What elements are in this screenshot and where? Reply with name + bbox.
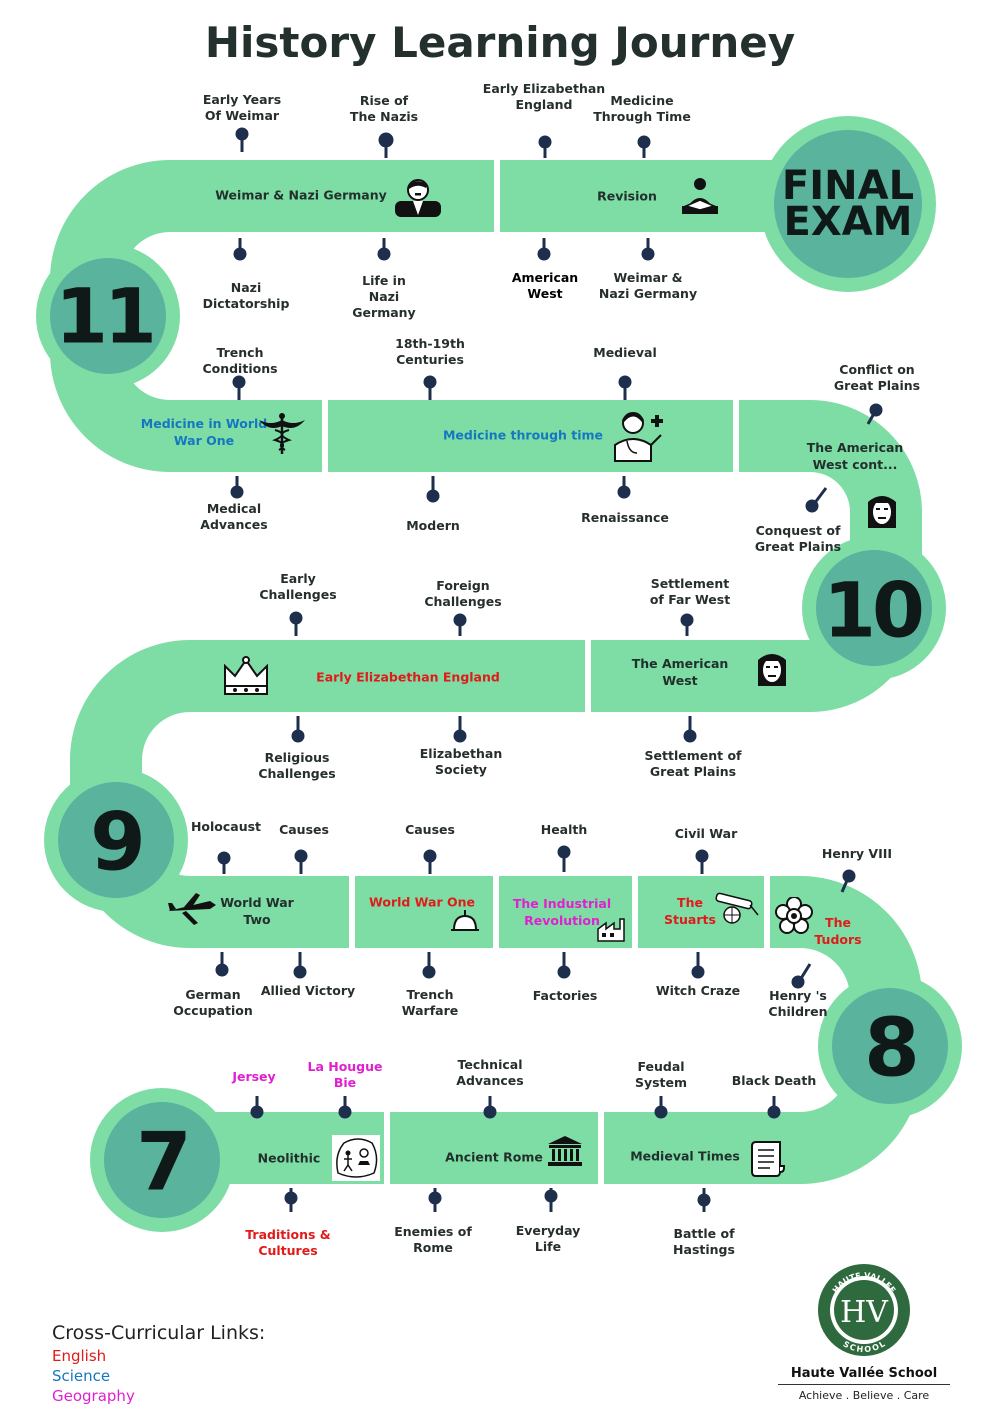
segment-american-west-cont: The American West cont...	[806, 440, 904, 472]
topic-feudal-system: Feudal System	[634, 1059, 688, 1090]
topic-renaissance: Renaissance	[581, 510, 669, 525]
year-11: 11	[55, 271, 157, 361]
school-name: Haute Vallée School	[778, 1362, 950, 1385]
school-branding: HAUTE VALLEE SCHOOL HV Haute Vallée Scho…	[778, 1262, 950, 1402]
circle-7	[90, 1088, 234, 1232]
topic-trench-conditions: Trench Conditions	[202, 345, 278, 376]
fighter-plane-icon	[168, 893, 216, 925]
road-gaps	[322, 156, 770, 1188]
doctor-icon	[614, 412, 663, 462]
segment-ww1: World War One	[369, 894, 475, 910]
topic-causes-ww2: Causes	[279, 822, 329, 837]
legend-english: English	[52, 1347, 107, 1365]
topic-religious-challenges: Religious Challenges	[258, 750, 336, 781]
circle-11	[36, 244, 180, 388]
topic-witch-craze: Witch Craze	[655, 983, 741, 998]
circle-9	[44, 768, 188, 912]
topic-factories: Factories	[532, 988, 598, 1003]
native-american-icon-2	[758, 654, 786, 686]
topic-conquest-great-plains: Conquest of Great Plains	[754, 523, 842, 554]
soldier-helmet-icon	[451, 910, 479, 931]
logo-letters: HV	[840, 1295, 889, 1330]
circle-10	[802, 536, 946, 680]
legend-title: Cross-Curricular Links:	[52, 1322, 266, 1344]
segment-american-west: The American West	[631, 656, 729, 688]
segment-medicine-through-time: Medicine through time	[442, 427, 604, 443]
cross-curricular-legend: Cross-Curricular Links: English Science …	[52, 1322, 265, 1406]
topic-elizabethan-society: Elizabethan Society	[419, 746, 503, 777]
topic-enemies-of-rome: Enemies of Rome	[394, 1224, 472, 1255]
topic-technical-advances: Technical Advances	[456, 1057, 524, 1088]
page-title: History Learning Journey	[204, 18, 796, 67]
segment-revision: Revision	[597, 188, 657, 204]
topic-battle-of-hastings: Battle of Hastings	[673, 1226, 735, 1257]
topic-german-occupation: German Occupation	[173, 987, 253, 1018]
topic-early-challenges: Early Challenges	[259, 571, 337, 602]
topic-causes-ww1: Causes	[405, 822, 455, 837]
segment-ww2: World War Two	[220, 895, 294, 927]
topic-medicine-through-time: Medicine Through Time	[593, 93, 691, 124]
segment-ancient-rome: Ancient Rome	[445, 1149, 543, 1165]
topic-foreign-challenges: Foreign Challenges	[424, 578, 502, 609]
pins	[215, 127, 883, 1212]
topic-henrys-children: Henry 's Children	[768, 988, 828, 1019]
topic-trench-warfare: Trench Warfare	[401, 987, 459, 1018]
topic-18th-19th-centuries: 18th-19th Centuries	[395, 336, 465, 367]
topic-civil-war: Civil War	[674, 826, 738, 841]
segment-tudors: The Tudors	[814, 915, 862, 947]
segment-medieval-times: Medieval Times	[630, 1148, 740, 1164]
school-motto: Achieve . Believe . Care	[798, 1389, 930, 1402]
topic-nazi-dictatorship: Nazi Dictatorship	[202, 280, 290, 311]
dictator-icon	[395, 179, 441, 217]
caduceus-icon	[259, 413, 305, 454]
school-logo: HAUTE VALLEE SCHOOL HV	[818, 1264, 910, 1356]
topic-conflict-great-plains: Conflict on Great Plains	[833, 362, 921, 393]
topic-modern: Modern	[406, 518, 460, 533]
topic-weimar-nazi-germany: Weimar & Nazi Germany	[598, 270, 698, 301]
year-10: 10	[823, 565, 925, 655]
year-8: 8	[864, 1001, 920, 1095]
year-9: 9	[90, 795, 146, 889]
topic-settlement-great-plains: Settlement of Great Plains	[644, 748, 742, 779]
native-american-icon	[868, 496, 896, 528]
topic-traditions-cultures: Traditions & Cultures	[245, 1227, 331, 1258]
reading-icon	[682, 178, 718, 214]
topic-black-death: Black Death	[731, 1073, 817, 1088]
topic-holocaust: Holocaust	[190, 819, 262, 834]
legend-science: Science	[52, 1367, 111, 1385]
factory-icon	[597, 918, 625, 942]
segment-industrial-revolution: The Industrial Revolution	[512, 896, 612, 928]
topic-early-elizabethan: Early Elizabethan England	[482, 81, 606, 112]
segment-early-elizabethan: Early Elizabethan England	[316, 669, 500, 685]
topic-early-weimar: Early Years Of Weimar	[202, 92, 282, 123]
circle-final	[760, 116, 936, 292]
segment-stuarts: The Stuarts	[664, 895, 716, 927]
topic-settlement-far-west: Settlement of Far West	[649, 576, 731, 607]
cave-painting-icon	[332, 1135, 380, 1181]
year-7: 7	[136, 1115, 192, 1209]
segment-neolithic: Neolithic	[257, 1150, 321, 1166]
segment-medicine-ww1: Medicine in World War One	[140, 416, 268, 448]
topic-health: Health	[540, 822, 588, 837]
final-exam-text: FINAL EXAM	[781, 163, 915, 245]
segment-weimar-nazi-germany: Weimar & Nazi Germany	[215, 187, 387, 203]
topic-rise-nazis: Rise of The Nazis	[349, 93, 419, 124]
legend-geography: Geography	[52, 1387, 135, 1405]
topic-american-west: American West	[511, 270, 579, 301]
topic-jersey: Jersey	[232, 1069, 276, 1084]
cannon-icon	[715, 892, 759, 924]
topic-la-hougue-bie: La Hougue Bie	[307, 1059, 383, 1090]
crown-icon	[224, 656, 268, 695]
topic-allied-victory: Allied Victory	[260, 983, 356, 998]
circle-8	[818, 974, 962, 1118]
topic-medieval: Medieval	[593, 345, 657, 360]
topic-medical-advances: Medical Advances	[200, 501, 268, 532]
topic-henry-viii: Henry VIII	[821, 846, 893, 861]
scroll-icon	[751, 1141, 785, 1177]
topic-everyday-life: Everyday Life	[515, 1223, 581, 1254]
roman-temple-icon	[548, 1136, 582, 1166]
topic-life-nazi-germany: Life in Nazi Germany	[352, 273, 416, 320]
tudor-rose-icon	[775, 897, 813, 934]
